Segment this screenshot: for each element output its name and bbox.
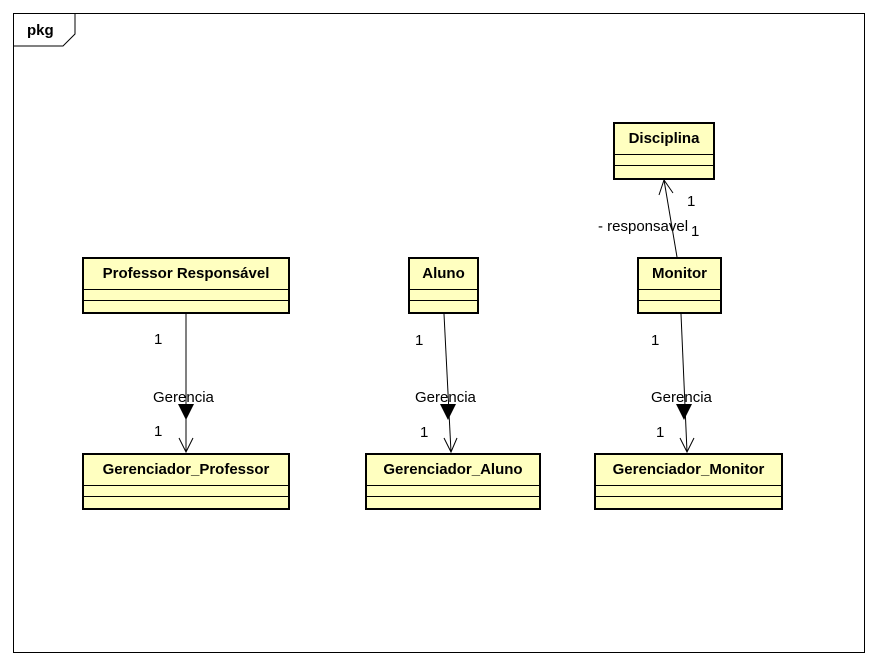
attributes-compartment <box>410 290 477 301</box>
attributes-compartment <box>84 486 288 497</box>
direction-triangle-monitor <box>676 404 692 420</box>
assoc-target-multiplicity: 1 <box>154 423 163 440</box>
class-aluno[interactable]: Aluno <box>408 257 479 314</box>
class-gerenciador-monitor[interactable]: Gerenciador_Monitor <box>594 453 783 510</box>
class-gerenciador-professor[interactable]: Gerenciador_Professor <box>82 453 290 510</box>
class-professor-responsavel[interactable]: Professor Responsável <box>82 257 290 314</box>
assoc-target-multiplicity: 1 <box>420 424 429 441</box>
assoc-source-multiplicity: 1 <box>154 331 163 348</box>
class-disciplina[interactable]: Disciplina <box>613 122 715 180</box>
arrowhead-open-monitor <box>679 437 695 454</box>
operations-compartment <box>639 301 720 311</box>
assoc-name-label: Gerencia <box>415 389 476 406</box>
attributes-compartment <box>639 290 720 301</box>
class-name: Monitor <box>639 259 720 290</box>
assoc-source-multiplicity: 1 <box>691 223 700 240</box>
assoc-source-multiplicity: 1 <box>415 332 424 349</box>
assoc-role-label: - responsavel <box>598 218 689 235</box>
class-monitor[interactable]: Monitor <box>637 257 722 314</box>
operations-compartment <box>410 301 477 311</box>
assoc-line-monitor <box>680 313 688 453</box>
arrowhead-open-aluno <box>443 437 458 454</box>
assoc-target-multiplicity: 1 <box>687 193 696 210</box>
attributes-compartment <box>596 486 781 497</box>
operations-compartment <box>615 166 713 176</box>
class-gerenciador-aluno[interactable]: Gerenciador_Aluno <box>365 453 541 510</box>
operations-compartment <box>84 497 288 507</box>
assoc-target-multiplicity: 1 <box>656 424 665 441</box>
arrowhead-open-disciplina <box>658 178 674 196</box>
package-frame <box>13 13 865 653</box>
class-name: Gerenciador_Monitor <box>596 455 781 486</box>
package-label: pkg <box>27 22 54 39</box>
attributes-compartment <box>84 290 288 301</box>
class-name: Gerenciador_Aluno <box>367 455 539 486</box>
direction-triangle-aluno <box>440 404 456 420</box>
assoc-name-label: Gerencia <box>153 389 214 406</box>
class-name: Aluno <box>410 259 477 290</box>
assoc-line-disciplina <box>663 179 678 258</box>
assoc-name-label: Gerencia <box>651 389 712 406</box>
assoc-line-aluno <box>443 313 452 453</box>
class-name: Professor Responsável <box>84 259 288 290</box>
attributes-compartment <box>367 486 539 497</box>
direction-triangle-professor <box>178 404 194 420</box>
operations-compartment <box>367 497 539 507</box>
assoc-source-multiplicity: 1 <box>651 332 660 349</box>
class-name: Disciplina <box>615 124 713 155</box>
operations-compartment <box>84 301 288 311</box>
attributes-compartment <box>615 155 713 166</box>
operations-compartment <box>596 497 781 507</box>
package-tab <box>13 13 76 47</box>
class-name: Gerenciador_Professor <box>84 455 288 486</box>
arrowhead-open-professor <box>178 437 194 454</box>
